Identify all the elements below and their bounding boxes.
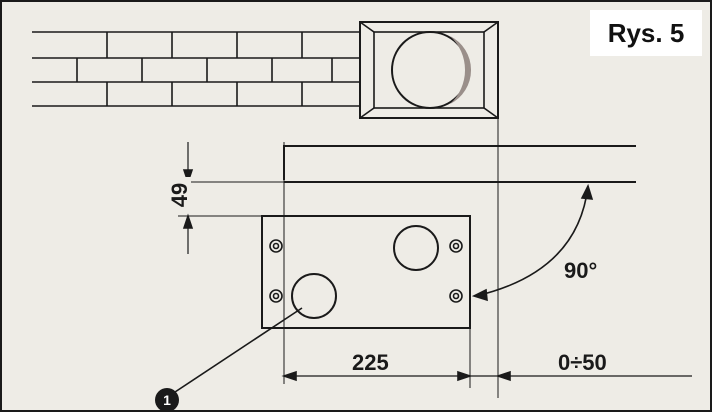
- brick-wall: [32, 31, 360, 107]
- bottom-dimensions: [281, 328, 692, 388]
- angle-label: 90°: [564, 258, 598, 283]
- dimension-49-lines: [178, 142, 284, 254]
- figure-label: Rys. 5: [590, 10, 702, 56]
- angle-arc: [471, 183, 594, 302]
- callout-marker: 1: [155, 388, 179, 410]
- dimension-offset-label: 0÷50: [558, 350, 607, 375]
- wall-socket-box: [359, 21, 499, 119]
- callout-leader: [171, 307, 303, 395]
- dimension-spacing-label: 49: [167, 177, 192, 213]
- mounting-plate: [261, 215, 471, 329]
- dimension-width-label: 225: [352, 350, 389, 375]
